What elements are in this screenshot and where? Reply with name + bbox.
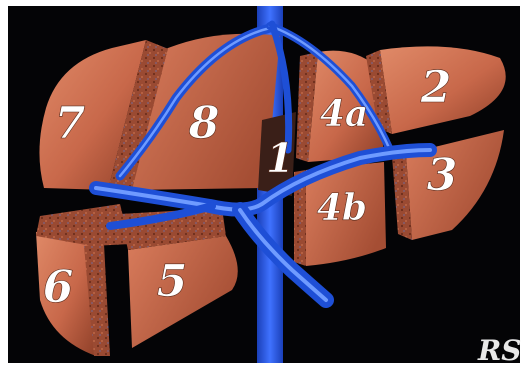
segment-label-2: 2 — [420, 62, 452, 113]
segment-label-3: 3 — [427, 150, 458, 201]
artist-signature: RS — [477, 334, 522, 367]
segment-label-5: 5 — [157, 256, 188, 307]
segment-label-4a: 4a — [320, 93, 368, 135]
segment-label-7: 7 — [55, 98, 86, 149]
segment-label-6: 6 — [43, 262, 74, 313]
segment-label-4b: 4b — [317, 187, 367, 229]
segment-label-8: 8 — [188, 98, 220, 149]
segment-label-1: 1 — [266, 135, 294, 182]
